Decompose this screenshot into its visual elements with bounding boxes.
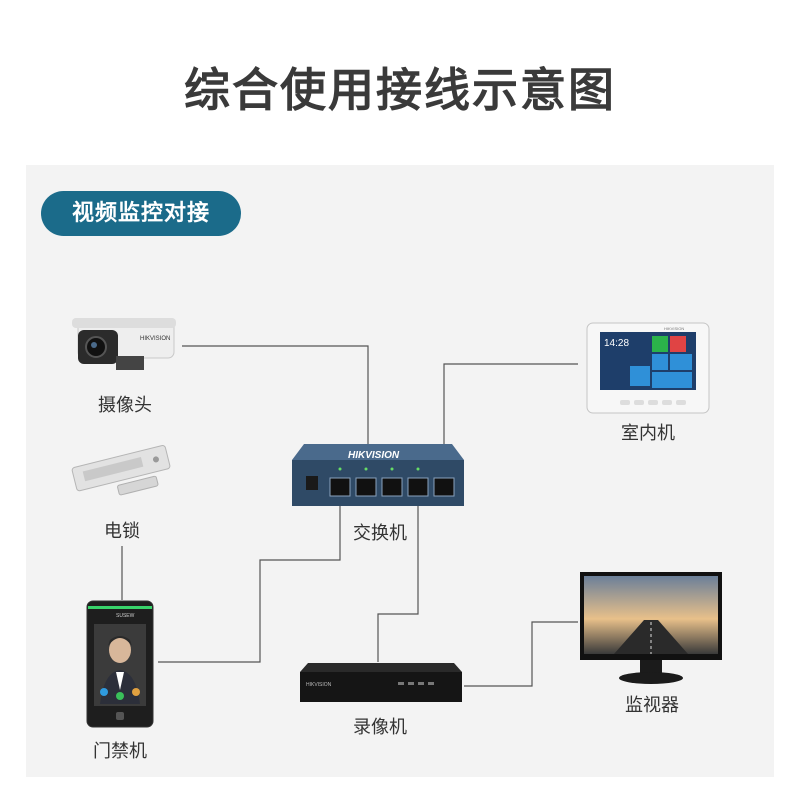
indoor-unit-device: 14:28 HIKVISION [586, 322, 710, 414]
indoor-brand-text: HIKVISION [664, 326, 684, 331]
wire-switch-nvr [377, 502, 419, 662]
camera-label: 摄像头 [98, 395, 152, 416]
page-title: 综合使用接线示意图 [184, 63, 616, 117]
access-terminal-label: 门禁机 [93, 741, 147, 762]
monitor-device [580, 572, 722, 684]
monitor-label: 监视器 [625, 695, 679, 716]
camera-brand-text: HIKVISION [140, 336, 170, 342]
switch-device: HIKVISION [292, 444, 464, 506]
wire-nvr-monitor [464, 621, 578, 687]
terminal-brand-text: SUSEW [116, 613, 135, 619]
wire-indoor-switch [443, 363, 578, 483]
wire-terminal-switch [158, 502, 341, 663]
switch-brand-text: HIKVISION [348, 450, 400, 461]
lock-label: 电锁 [104, 521, 140, 542]
indoor-clock-text: 14:28 [604, 338, 629, 349]
indoor-unit-label: 室内机 [621, 423, 675, 444]
camera-device: HIKVISION [72, 318, 176, 370]
nvr-brand-text: HIKVISION [306, 682, 332, 688]
section-badge: 视频监控对接 [41, 191, 241, 236]
switch-label: 交换机 [353, 523, 407, 544]
lock-device [71, 444, 171, 496]
access-terminal-device: SUSEW [86, 600, 154, 728]
nvr-device: HIKVISION [300, 663, 462, 702]
wire-camera-switch [182, 345, 369, 483]
nvr-label: 录像机 [353, 717, 407, 738]
